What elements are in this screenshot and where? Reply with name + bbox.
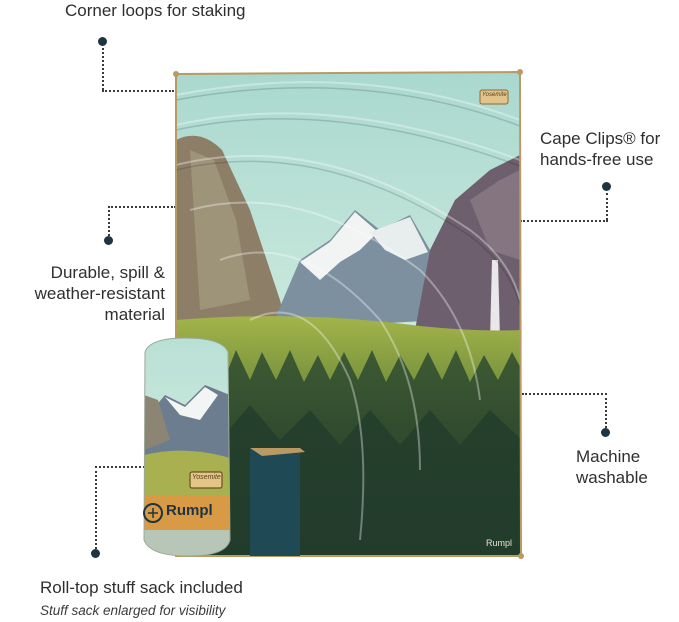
callout-stuff-sack: Roll-top stuff sack included [40, 578, 243, 597]
callout-dot-durable [104, 236, 113, 245]
leader-cape-clips-h [520, 220, 608, 222]
blanket-tag-label: Yosemite [482, 92, 507, 98]
callout-machine-line1: Machine [576, 447, 641, 466]
callout-dot-machine-washable [601, 428, 610, 437]
sack-brand-label: Rumpl [166, 502, 213, 519]
callout-durable-line1: Durable, spill & [50, 263, 165, 282]
sack-badge-label: Yosemite [192, 474, 221, 481]
callout-stuff-sack-note: Stuff sack enlarged for visibility [40, 603, 226, 618]
leader-stuff-sack-v [95, 466, 97, 549]
callout-dot-cape-clips [602, 182, 611, 191]
leader-corner-loops-v [102, 48, 104, 90]
callout-dot-stuff-sack [91, 549, 100, 558]
rumpl-logo-icon [143, 503, 163, 523]
stuff-sack [144, 338, 230, 556]
leader-stuff-sack-h [95, 466, 145, 468]
callout-machine-line2: washable [576, 468, 648, 487]
yosemite-tag [479, 89, 509, 105]
callout-durable-line3: material [104, 305, 165, 324]
callout-machine-washable: Machine washable [576, 446, 648, 488]
callout-durable: Durable, spill & weather-resistant mater… [0, 262, 165, 325]
leader-corner-loops-h [102, 90, 174, 92]
leader-machine-v [605, 393, 607, 428]
callout-durable-line2: weather-resistant [34, 284, 165, 303]
leader-machine-h [522, 393, 607, 395]
callout-cape-clips: Cape Clips® for hands-free use [540, 128, 660, 170]
callout-corner-loops: Corner loops for staking [65, 1, 246, 20]
sack-yosemite-sign [189, 471, 223, 489]
blanket-backing-corner [250, 448, 300, 556]
blanket [176, 72, 521, 556]
leader-durable-h [108, 206, 176, 208]
blanket-brand-label: Rumpl [486, 538, 513, 548]
callout-dot-corner-loops [98, 37, 107, 46]
leader-cape-clips-v [606, 193, 608, 220]
callout-cape-clips-line2: hands-free use [540, 150, 654, 169]
callout-cape-clips-line1: Cape Clips® for [540, 129, 661, 148]
leader-durable-v [108, 206, 110, 236]
